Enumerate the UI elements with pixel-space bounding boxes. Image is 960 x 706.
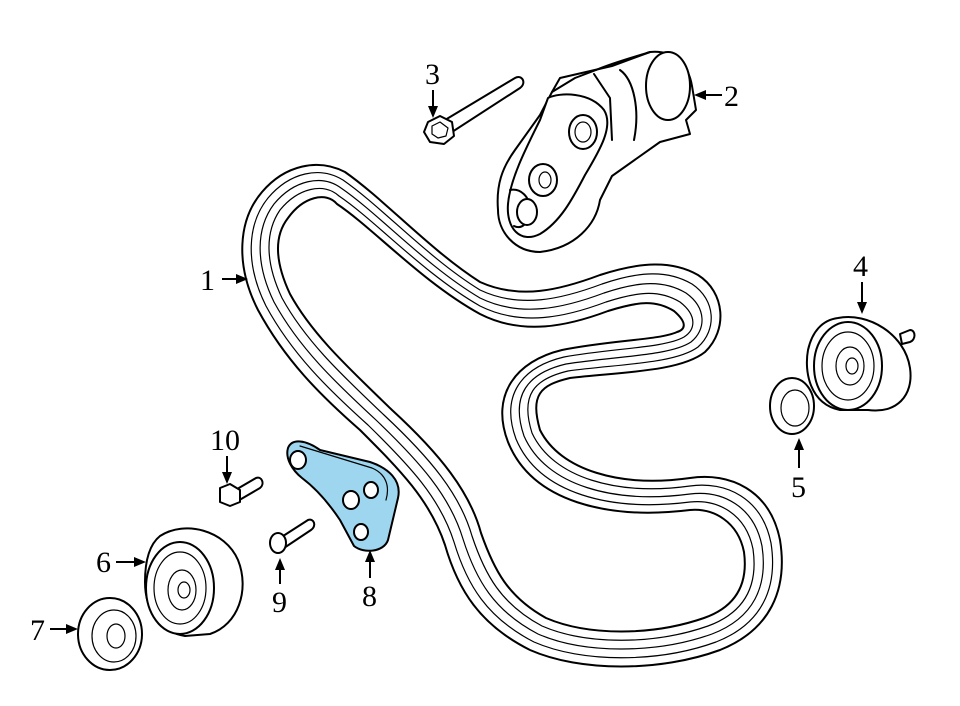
bracket-bolt [269,518,316,554]
callout-6: 6 [96,546,146,579]
callout-6-number: 6 [96,546,111,579]
tensioner-bolt [423,76,525,145]
callout-10-number: 10 [210,424,240,457]
callout-2-number: 2 [724,80,739,113]
idler-pulley-upper [805,316,916,412]
callout-7-number: 7 [30,614,45,647]
drive-belt [241,164,783,668]
callout-2: 2 [694,80,739,113]
callout-3: 3 [425,58,440,118]
idler-bracket [286,440,400,552]
callout-4-number: 4 [853,250,868,283]
callout-4: 4 [853,250,868,314]
callout-8: 8 [362,550,377,613]
belt-tensioner [496,50,697,253]
callout-1-number: 1 [200,264,215,297]
callout-8-number: 8 [362,580,377,613]
callout-9-number: 9 [272,586,287,619]
pulley-bolt [219,476,264,507]
callout-3-number: 3 [425,58,440,91]
callout-9: 9 [272,558,287,619]
callout-10: 10 [210,424,240,484]
callout-5: 5 [791,438,806,504]
pulley-cover-upper [769,377,815,435]
callout-7: 7 [30,614,78,647]
callout-5-number: 5 [791,471,806,504]
callout-1: 1 [200,264,248,297]
pulley-cover-lower [77,597,143,671]
idler-pulley-lower [144,527,244,637]
